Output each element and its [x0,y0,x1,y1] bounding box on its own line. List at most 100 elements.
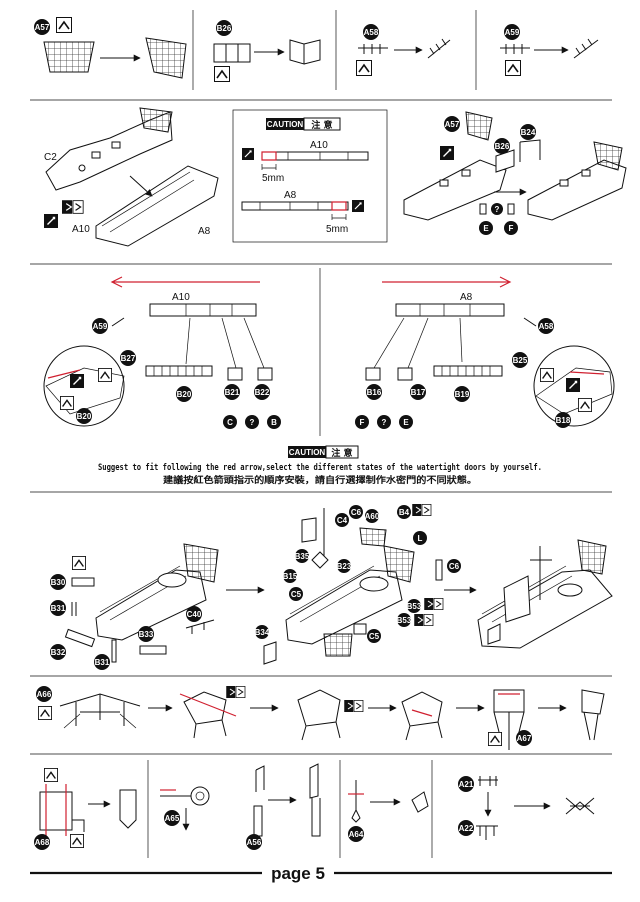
grid-part [577,539,607,575]
strip-bar [149,303,257,317]
part-badge [397,505,411,519]
flip-icon [344,700,364,712]
ring-hole [195,791,205,801]
row4-left-assembly: B30 B31 C40 B32 B31 B33 [50,543,219,670]
row2-caution-box: CAUTION 注 意 A10 5mm A8 5mm [232,109,388,243]
page-number: page 5 [271,864,325,883]
part-label: B35 [295,552,310,561]
ladder-part [358,44,388,54]
option-label: B [271,418,277,427]
door-part [495,149,515,173]
part-label: B34 [255,628,270,637]
bracket-assembled [565,797,595,815]
small-part [111,317,125,327]
option-label: L [418,534,423,543]
caution-tag-cn [303,117,341,131]
part-badge [367,629,381,643]
caution-title-cn: 注 意 [311,119,332,131]
option-label: C [227,418,233,427]
caution-tag-en [288,446,326,458]
part-badge [186,606,202,622]
bracket-part [478,776,498,786]
spike-part [350,780,362,823]
ladder-part [500,44,530,54]
part-label: B53 [407,602,422,611]
part-label: B30 [51,578,66,587]
part-badge [120,350,136,366]
door-part [213,43,251,63]
part-label: B17 [411,388,426,397]
mast [301,517,317,543]
part-badge [216,20,232,36]
part-badge [176,386,192,402]
glue-icon [566,378,580,392]
row3-left-panel: A10 A59 B27 B20 B20 B21 B22 C ? B [43,276,281,429]
door-part [227,367,243,381]
fold-icon [38,706,52,720]
pole-assembled [309,763,321,837]
part-label: B15 [283,572,298,581]
part-badge [363,24,379,40]
grid-part [323,633,353,657]
dim-label: 5mm [326,224,348,235]
part-label: B18 [556,416,571,425]
part-label: A66 [37,690,52,699]
part-label: B20 [77,412,92,421]
fold-icon [70,834,84,848]
fold-icon [214,66,230,82]
door-part [365,367,381,381]
row1-step-a57: A57 [34,17,187,79]
small-part [185,619,215,634]
question-badge [377,415,391,429]
part-badge [254,384,270,400]
row2-right-assembly: A57 B26 B24 ? E F [403,111,627,235]
part-badge [92,318,108,334]
row1-step-a58: A58 [356,24,451,76]
option-badge-c [223,415,237,429]
part-label: C6 [449,562,460,571]
flip-icon [424,598,444,610]
turret-base [359,576,389,592]
grid-part [465,111,493,141]
part-label: B23 [337,562,352,571]
part-label: C40 [187,610,202,619]
part-badge [34,19,50,35]
dim-line [331,214,347,220]
row6-step-a21-a22: A21 A22 [458,776,595,840]
part-badge [246,834,262,850]
part-badge [94,654,110,670]
grid-part [183,543,219,583]
mast-frame [59,693,141,726]
part-label: B26 [217,24,232,33]
grid-part [139,107,173,133]
flip-icon [414,614,434,626]
strip-a8 [241,201,349,211]
leader [407,317,429,369]
leader [459,317,463,363]
fold-icon [56,17,72,33]
grid-part [43,41,95,73]
assembly-line [129,175,153,197]
fold-icon [540,368,554,382]
part-label: A60 [365,512,380,521]
glue-icon [242,148,254,160]
strip-label-a10: A10 [310,140,328,151]
grid-part [359,527,387,547]
detail-red-line [47,369,81,379]
small-part [139,645,167,655]
option-label-f: F [509,224,514,233]
part-badge [349,505,363,519]
row6-step-a68: A68 [34,768,137,850]
option-label-e: E [483,224,489,233]
deck-fitting [439,179,449,187]
caution-frame [232,109,388,243]
part-badge [289,587,303,601]
part-label: B31 [51,604,66,613]
part-label: C4 [337,516,348,525]
part-badge [520,124,536,140]
caution-tag-cn [325,445,359,459]
caution-title-en: CAUTION [267,120,304,129]
ladder-part-folded [427,38,451,59]
bar-label: A8 [460,292,473,303]
